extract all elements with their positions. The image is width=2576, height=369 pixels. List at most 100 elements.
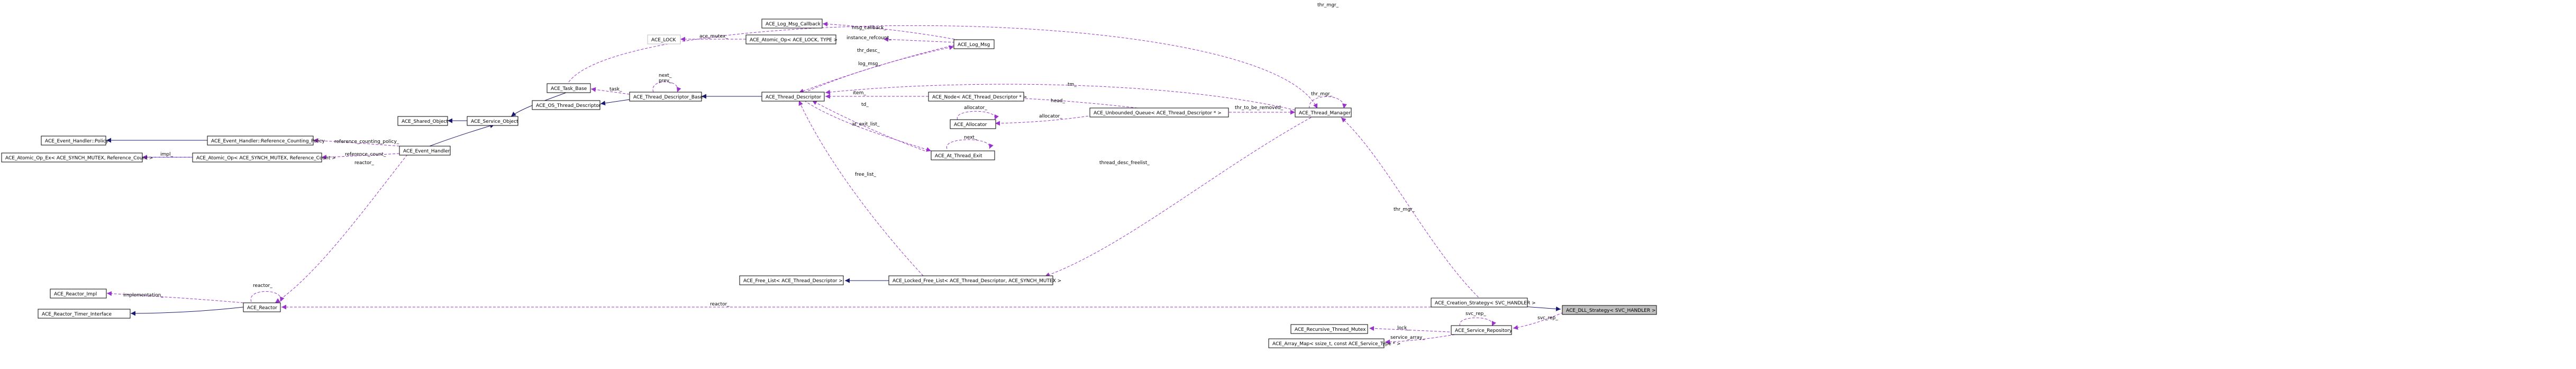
nodes: ACE_DLL_Strategy< SVC_HANDLER > ACE_Crea…	[1, 19, 1657, 348]
svg-text:ACE_Service_Object: ACE_Service_Object	[471, 119, 518, 124]
node-thread-descriptor-base[interactable]: ACE_Thread_Descriptor_Base	[629, 92, 703, 102]
edge-label-reactor-short: reactor_	[354, 160, 374, 166]
edge-label-lock: lock_	[1397, 326, 1409, 331]
edge-label-td: td_	[861, 102, 869, 107]
svg-text:ACE_Atomic_Op< ACE_SYNCH_MUTEX: ACE_Atomic_Op< ACE_SYNCH_MUTEX, Referenc…	[196, 156, 336, 161]
svg-text:ACE_Atomic_Op_Ex< ACE_SYNCH_MU: ACE_Atomic_Op_Ex< ACE_SYNCH_MUTEX, Refer…	[5, 156, 153, 161]
edge-lock	[1369, 326, 1450, 332]
node-event-handler-policy[interactable]: ACE_Event_Handler::Policy	[41, 136, 109, 146]
node-allocator[interactable]: ACE_Allocator	[950, 119, 996, 129]
node-service-object[interactable]: ACE_Service_Object	[467, 116, 518, 126]
edge-label-task: task_	[609, 87, 622, 92]
edge-labels: thr_mgr_ thr_mgr_ thr_mgr_ svc_rep_ svc_…	[123, 3, 1558, 340]
node-log-msg[interactable]: ACE_Log_Msg	[953, 39, 995, 49]
svg-text:ACE_Log_Msg_Callback: ACE_Log_Msg_Callback	[766, 22, 821, 27]
svg-text:ACE_Shared_Object: ACE_Shared_Object	[402, 119, 448, 124]
edge-free-list	[798, 100, 924, 276]
edge-label-svc-rep-self: svc_rep_	[1466, 311, 1486, 317]
node-task-base[interactable]: ACE_Task_Base	[547, 83, 591, 93]
edge-thr-mgr-creation	[1341, 117, 1482, 301]
edge-label-reactor-self: reactor_	[253, 283, 272, 289]
node-array-map[interactable]: ACE_Array_Map< ssize_t, const ACE_Servic…	[1268, 338, 1400, 348]
edge-label-head: head_	[1051, 98, 1065, 104]
svg-text:ACE_Reactor_Impl: ACE_Reactor_Impl	[54, 292, 97, 297]
node-recursive-thread-mutex[interactable]: ACE_Recursive_Thread_Mutex	[1290, 324, 1368, 334]
node-free-list[interactable]: ACE_Free_List< ACE_Thread_Descriptor >	[739, 275, 844, 285]
edge-label-at-exit-list: at_exit_list_	[852, 122, 880, 127]
edge-label-instance-refcount: instance_refcount_	[846, 35, 891, 41]
edge-label-thread-desc-freelist: thread_desc_freelist_	[1099, 160, 1150, 166]
edge-label-thr-mgr-self: thr_mgr_	[1311, 92, 1333, 97]
svg-text:ACE_Unbounded_Queue< ACE_Threa: ACE_Unbounded_Queue< ACE_Thread_Descript…	[1094, 111, 1222, 116]
edge-label-impl: impl_	[160, 152, 173, 157]
edge-at-exit-list	[812, 100, 925, 151]
node-ace-lock[interactable]: ACE_LOCK	[647, 34, 681, 44]
edge-msg-callback	[822, 22, 963, 41]
edge-label-thr-mgr-top: thr_mgr_	[1317, 3, 1339, 8]
edge-reactor-self	[250, 291, 285, 302]
edge-log-msg	[804, 45, 954, 93]
node-thread-manager[interactable]: ACE_Thread_Manager	[1295, 107, 1352, 118]
node-dll-strategy[interactable]: ACE_DLL_Strategy< SVC_HANDLER >	[1562, 305, 1657, 315]
edge-label-at-exit-next-self: next_	[964, 135, 977, 140]
svg-text:ACE_Creation_Strategy< SVC_HAN: ACE_Creation_Strategy< SVC_HANDLER >	[1435, 301, 1536, 306]
svg-text:ACE_Reactor: ACE_Reactor	[247, 305, 277, 311]
svg-text:ACE_Atomic_Op< ACE_LOCK, TYPE: ACE_Atomic_Op< ACE_LOCK, TYPE >	[750, 38, 838, 43]
node-shared-object[interactable]: ACE_Shared_Object	[397, 116, 448, 126]
svg-text:ACE_Thread_Descriptor: ACE_Thread_Descriptor	[766, 95, 821, 100]
edge-td	[804, 100, 932, 152]
svg-text:ACE_Allocator: ACE_Allocator	[954, 122, 987, 128]
node-locked-free-list[interactable]: ACE_Locked_Free_List< ACE_Thread_Descrip…	[888, 275, 1061, 285]
edge-label-implementation: implementation_	[123, 293, 163, 298]
edge-task	[590, 87, 630, 95]
node-reactor-timer-interface[interactable]: ACE_Reactor_Timer_Interface	[38, 309, 131, 319]
edge-label-log-msg: log_msg_	[858, 61, 880, 67]
edge-allocator	[995, 115, 1093, 126]
node-atomic-op-lock-type[interactable]: ACE_Atomic_Op< ACE_LOCK, TYPE >	[745, 34, 838, 44]
svg-text:ACE_Event_Handler: ACE_Event_Handler	[403, 149, 450, 154]
edge-label-item: item_	[853, 91, 866, 96]
edge-label-reference-counting-policy: reference_counting_policy_	[334, 139, 399, 145]
node-unbounded-queue[interactable]: ACE_Unbounded_Queue< ACE_Thread_Descript…	[1089, 107, 1229, 118]
edge-instance-refcount	[883, 37, 955, 43]
node-atomic-op-sync[interactable]: ACE_Atomic_Op< ACE_SYNCH_MUTEX, Referenc…	[192, 152, 336, 163]
node-reactor-impl[interactable]: ACE_Reactor_Impl	[50, 289, 107, 299]
edge-thr-mgr-self	[1309, 96, 1347, 109]
svg-text:ACE_LOCK: ACE_LOCK	[651, 38, 677, 43]
node-creation-strategy[interactable]: ACE_Creation_Strategy< SVC_HANDLER >	[1431, 298, 1536, 308]
edge-label-next: next_	[659, 73, 672, 78]
edge-label-reference-count: reference_count_	[345, 152, 386, 157]
edge-label-allocator: allocator_	[1039, 114, 1062, 119]
node-reactor[interactable]: ACE_Reactor	[243, 302, 281, 312]
node-node-thread-descriptor[interactable]: ACE_Node< ACE_Thread_Descriptor * >	[928, 92, 1027, 102]
edge-label-svc-rep: svc_rep_	[1537, 316, 1558, 321]
edge-inherit-event-handler-to-service-object	[429, 123, 495, 147]
edge-label-ace-mutex: ace_mutex_	[699, 34, 728, 39]
edge-label-prev: prev_	[659, 78, 672, 84]
edge-label-thr-desc: thr_desc_	[857, 48, 880, 53]
edge-service-array	[1385, 334, 1455, 345]
svg-text:ACE_Array_Map< ssize_t, const: ACE_Array_Map< ssize_t, const ACE_Servic…	[1272, 341, 1400, 347]
node-event-handler-ref-policy[interactable]: ACE_Event_Handler::Reference_Counting_Po…	[207, 136, 325, 146]
svg-text:ACE_Event_Handler::Reference_C: ACE_Event_Handler::Reference_Counting_Po…	[211, 139, 325, 144]
node-log-msg-callback[interactable]: ACE_Log_Msg_Callback	[761, 19, 823, 29]
edge-label-tm: tm_	[1068, 82, 1077, 87]
svg-text:ACE_OS_Thread_Descriptor: ACE_OS_Thread_Descriptor	[536, 103, 601, 109]
edge-head	[1010, 95, 1138, 109]
node-at-thread-exit[interactable]: ACE_At_Thread_Exit	[931, 150, 995, 160]
node-os-thread-descriptor[interactable]: ACE_OS_Thread_Descriptor	[532, 100, 601, 110]
edge-reference-count	[321, 153, 400, 160]
edge-tm	[825, 84, 1296, 111]
edge-thr-mgr-top	[568, 25, 1318, 109]
node-atomic-op-ex[interactable]: ACE_Atomic_Op_Ex< ACE_SYNCH_MUTEX, Refer…	[1, 152, 153, 163]
edge-label-thr-to-be-removed: thr_to_be_removed_	[1235, 105, 1284, 111]
edge-at-exit-next-self	[946, 139, 994, 149]
node-event-handler[interactable]: ACE_Event_Handler	[399, 146, 451, 156]
node-service-repository[interactable]: ACE_Service_Repository	[1451, 325, 1513, 335]
edge-label-thr-mgr-creation: thr_mgr_	[1394, 207, 1415, 212]
edge-thread-desc-freelist	[1044, 117, 1312, 277]
svg-text:ACE_Thread_Descriptor_Base: ACE_Thread_Descriptor_Base	[633, 95, 703, 100]
node-thread-descriptor[interactable]: ACE_Thread_Descriptor	[761, 92, 825, 102]
edge-implementation	[106, 291, 244, 303]
